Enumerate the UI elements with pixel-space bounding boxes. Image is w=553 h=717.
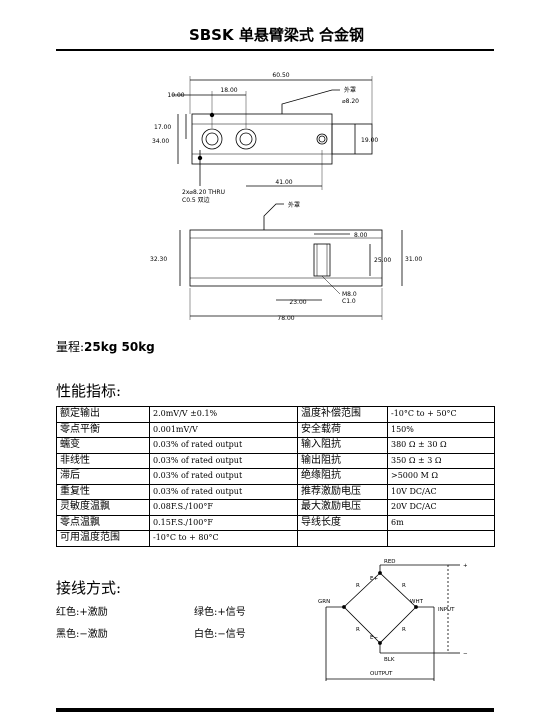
dim-8-00: 8.00 (354, 232, 368, 239)
circuit-e-plus: E+ (370, 576, 378, 582)
title-rule (56, 49, 494, 51)
spec-value: 6m (387, 514, 495, 531)
spec-value: 0.03% of rated output (149, 483, 298, 500)
spec-value: 350 Ω ± 3 Ω (387, 452, 495, 469)
label-chamfer-c1: C1.0 (342, 298, 356, 305)
wire-black: 黑色:−激励 (56, 629, 108, 640)
side-view (179, 203, 403, 320)
spec-label: 零点平衡 (56, 421, 150, 438)
circuit-output: OUTPUT (370, 671, 393, 677)
spec-value: 0.03% of rated output (149, 452, 298, 469)
top-view (172, 76, 373, 190)
spec-value (387, 530, 495, 547)
spec-label: 推荐激励电压 (297, 483, 388, 500)
resistor-label-3: R (356, 627, 360, 633)
circuit-plus: + (463, 563, 468, 569)
circuit-input: INPUT (438, 607, 455, 613)
spec-value: >5000 M Ω (387, 468, 495, 485)
dim-32-30: 32.30 (150, 256, 167, 263)
spec-label: 绝缘阻抗 (297, 468, 388, 485)
bridge-circuit: RED GRN WHT BLK E+ E− R R R R INPUT OUTP… (318, 559, 468, 681)
dim-31-00: 31.00 (405, 256, 422, 263)
spec-label: 导线长度 (297, 514, 388, 531)
dim-78-00: 78.00 (277, 315, 294, 322)
spec-label: 非线性 (56, 452, 150, 469)
document-title: SBSK 单悬臂梁式 合金钢 (188, 26, 365, 44)
spec-label: 最大激励电压 (297, 499, 388, 516)
mechanical-drawing: 60.50 10.00 18.00 17.00 34.00 19.00 41.0… (150, 72, 422, 322)
range-label: 量程: (56, 340, 85, 354)
spec-value: 0.08F.S./100°F (149, 499, 298, 516)
circuit-wht: WHT (410, 599, 424, 605)
dim-23-00: 23.00 (289, 299, 306, 306)
dim-17-00: 17.00 (154, 124, 171, 131)
circuit-blk: BLK (384, 657, 395, 663)
dim-34-00: 34.00 (152, 138, 169, 145)
spec-label: 温度补偿范围 (297, 406, 388, 423)
spec-label: 可用温度范围 (56, 530, 150, 547)
resistor-label-1: R (356, 583, 360, 589)
label-chamfer: C0.5 双边 (182, 196, 210, 204)
spec-value: 380 Ω ± 30 Ω (387, 437, 495, 454)
resistor-label-2: R (402, 583, 406, 589)
dim-60-50: 60.50 (272, 72, 289, 79)
spec-value: 20V DC/AC (387, 499, 495, 516)
range-values: 25kg 50kg (84, 340, 155, 354)
resistor-label-4: R (402, 627, 406, 633)
spec-label: 额定输出 (56, 406, 150, 423)
range-line: 量程:25kg 50kg (56, 338, 155, 355)
dim-19-00: 19.00 (361, 137, 378, 144)
dim-25-00: 25.00 (374, 257, 391, 264)
wire-white: 白色:−信号 (194, 629, 246, 640)
label-hole: ⌀8.20 (342, 98, 359, 105)
spec-label: 灵敏度温飘 (56, 499, 150, 516)
spec-heading: 性能指标: (56, 382, 122, 400)
side-view-text: 外罩 8.00 32.30 25.00 31.00 23.00 78.00 M8… (150, 201, 422, 322)
spec-row: 可用温度范围-10°C to + 80°C (56, 530, 495, 547)
spec-value: 0.15F.S./100°F (149, 514, 298, 531)
dim-18-00: 18.00 (220, 87, 237, 94)
spec-value: 0.001mV/V (149, 421, 298, 438)
top-view-text: 60.50 10.00 18.00 17.00 34.00 19.00 41.0… (152, 72, 378, 204)
spec-value: 2.0mV/V ±0.1% (149, 406, 298, 423)
wire-green: 绿色:+信号 (194, 607, 246, 618)
spec-label: 输出阻抗 (297, 452, 388, 469)
spec-value: 150% (387, 421, 495, 438)
circuit-grn: GRN (318, 599, 330, 605)
label-cover-top: 外罩 (344, 86, 356, 94)
dim-10-00: 10.00 (167, 92, 184, 99)
dim-41-00: 41.00 (275, 179, 292, 186)
spec-label: 蠕变 (56, 437, 150, 454)
wire-red: 红色:+激励 (56, 607, 108, 618)
wiring-heading: 接线方式: (56, 579, 122, 597)
spec-label: 输入阻抗 (297, 437, 388, 454)
spec-label: 重复性 (56, 483, 150, 500)
spec-value: 0.03% of rated output (149, 437, 298, 454)
spec-value: -10°C to + 80°C (149, 530, 298, 547)
spec-value: -10°C to + 50°C (387, 406, 495, 423)
circuit-minus: − (463, 651, 468, 657)
spec-value: 0.03% of rated output (149, 468, 298, 485)
circuit-red: RED (384, 559, 396, 565)
circuit-e-minus: E− (370, 635, 378, 641)
spec-value: 10V DC/AC (387, 483, 495, 500)
label-thread: M8.0 (342, 291, 357, 298)
spec-label: 安全载荷 (297, 421, 388, 438)
footer-rule (56, 708, 494, 712)
spec-label: 零点温飘 (56, 514, 150, 531)
label-cover-side: 外罩 (288, 201, 300, 209)
label-thru: 2x⌀8.20 THRU (182, 189, 225, 196)
spec-label: 滞后 (56, 468, 150, 485)
spec-label (297, 530, 388, 547)
